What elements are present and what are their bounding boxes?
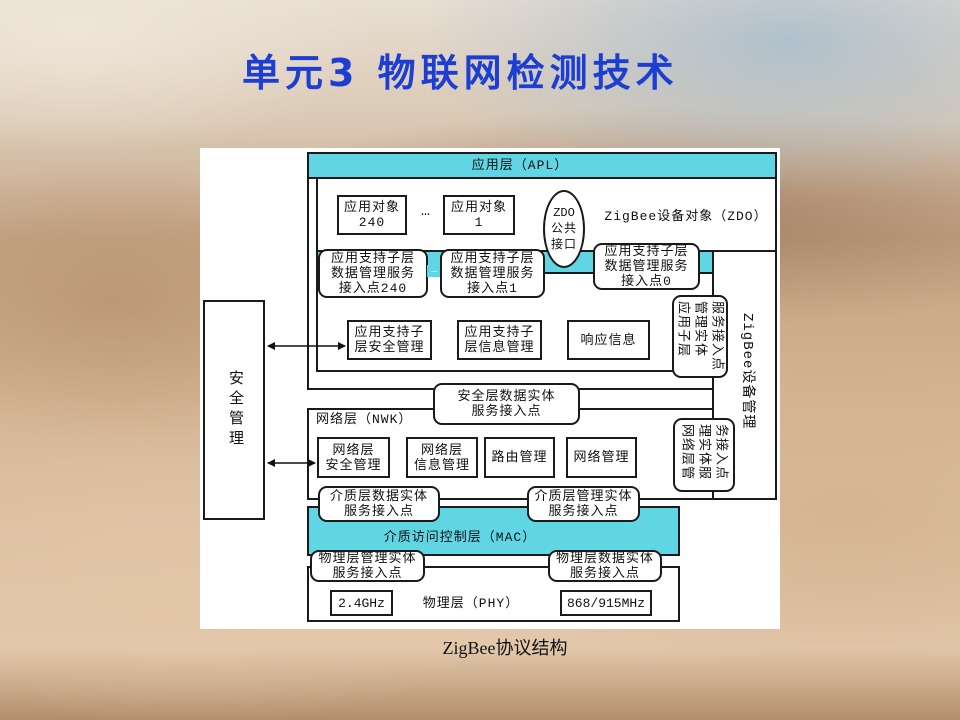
nwk-info-management-box: 网络层 信息管理 <box>406 437 478 478</box>
nlme-sap-line-3: 务接入点 <box>713 424 729 481</box>
phy-header-label: 物理层（PHY） <box>422 596 520 611</box>
mac-mgmt-sap-line-1: 介质层管理实体 <box>534 489 633 504</box>
zigbee-device-management-label: ZigBee设备管理 <box>739 312 755 430</box>
band-2-4ghz-box: 2.4GHz <box>330 590 393 616</box>
apsde-sap-0-line-3: 接入点0 <box>621 274 672 289</box>
phy-data-sap-line-1: 物理层数据实体 <box>555 551 654 566</box>
security-management-label: 安全管理 <box>226 370 243 450</box>
nlme-sap-line-2: 理实体服 <box>696 424 712 481</box>
apsde-sap-1-box: 应用支持子层 数据管理服务 接入点1 <box>440 249 545 298</box>
nwk-security-line-1: 网络层 <box>332 442 375 458</box>
zdo-interface-line-3: 接口 <box>550 238 577 252</box>
mac-management-sap-box: 介质层管理实体 服务接入点 <box>527 486 640 522</box>
app-object-240-line-2: 240 <box>358 215 386 230</box>
apsde-sap-1-line-1: 应用支持子层 <box>450 251 535 266</box>
mac-header-label: 介质访问控制层（MAC） <box>383 530 537 545</box>
security-data-sap-line-2: 服务接入点 <box>471 404 542 419</box>
nwk-security-management-box: 网络层 安全管理 <box>317 437 390 478</box>
apsme-sap-line-1: 应用子层 <box>675 301 691 358</box>
apsde-sap-0-line-2: 数据管理服务 <box>604 259 689 274</box>
apsde-sap-ellipsis: … <box>427 265 441 277</box>
apsme-sap-line-3: 服务接入点 <box>709 301 725 372</box>
app-objects-ellipsis: … <box>420 203 431 220</box>
network-management-box: 网络管理 <box>566 437 637 478</box>
apl-header-bar <box>307 152 777 179</box>
apsme-sap-line-2: 管理实体 <box>692 301 708 358</box>
band-868-915mhz-box: 868/915MHz <box>560 590 652 616</box>
response-info-box: 响应信息 <box>567 320 650 360</box>
security-data-sap-box: 安全层数据实体 服务接入点 <box>433 383 580 425</box>
zdo-interface-line-2: 公共 <box>550 222 577 236</box>
band-868-915mhz-label: 868/915MHz <box>566 595 645 611</box>
app-object-1-line-1: 应用对象 <box>450 200 507 215</box>
aps-security-line-2: 层安全管理 <box>354 340 425 355</box>
network-management-label: 网络管理 <box>573 450 630 465</box>
phy-mgmt-sap-line-2: 服务接入点 <box>332 566 403 581</box>
apsde-sap-240-line-1: 应用支持子层 <box>330 251 415 266</box>
zdo-interface-line-1: ZDO <box>553 206 575 220</box>
security-management-box: 安全管理 <box>203 300 265 520</box>
apsde-sap-0-line-1: 应用支持子层 <box>604 244 689 259</box>
nlme-sap-box: 网络层管 理实体服 务接入点 <box>673 418 735 492</box>
nwk-header-label: 网络层（NWK） <box>316 412 413 427</box>
zigbee-stack-diagram: 应用层（APL） 网络层（NWK） 介质访问控制层（MAC） 物理层（PHY） … <box>200 148 780 629</box>
connector-arrows <box>267 342 346 467</box>
phy-mgmt-sap-line-1: 物理层管理实体 <box>318 551 417 566</box>
nlme-sap-line-1: 网络层管 <box>679 424 695 481</box>
nwk-info-line-2: 信息管理 <box>413 457 470 473</box>
routing-management-label: 路由管理 <box>491 450 548 465</box>
mac-data-sap-line-2: 服务接入点 <box>343 504 414 519</box>
app-object-1-line-2: 1 <box>474 215 484 230</box>
app-object-1-box: 应用对象 1 <box>443 195 515 235</box>
app-object-240-line-1: 应用对象 <box>343 200 400 215</box>
nwk-info-line-1: 网络层 <box>420 442 463 458</box>
aps-security-management-box: 应用支持子 层安全管理 <box>347 320 432 360</box>
zdo-public-interface-ellipse: ZDO 公共 接口 <box>543 190 585 268</box>
apsde-sap-0-box: 应用支持子层 数据管理服务 接入点0 <box>593 243 700 290</box>
apsde-sap-240-line-3: 接入点240 <box>338 281 408 296</box>
apsde-sap-1-line-2: 数据管理服务 <box>450 266 535 281</box>
mac-data-sap-box: 介质层数据实体 服务接入点 <box>318 486 440 522</box>
aps-info-management-box: 应用支持子 层信息管理 <box>457 320 542 360</box>
mac-data-sap-line-1: 介质层数据实体 <box>329 489 428 504</box>
apsde-sap-1-line-3: 接入点1 <box>467 281 518 296</box>
app-object-240-box: 应用对象 240 <box>337 195 407 235</box>
band-2-4ghz-label: 2.4GHz <box>338 595 385 611</box>
phy-data-sap-box: 物理层数据实体 服务接入点 <box>548 550 662 582</box>
mac-mgmt-sap-line-2: 服务接入点 <box>548 504 619 519</box>
phy-management-sap-box: 物理层管理实体 服务接入点 <box>310 550 425 582</box>
aps-security-line-1: 应用支持子 <box>354 325 425 340</box>
aps-info-line-1: 应用支持子 <box>464 325 535 340</box>
routing-management-box: 路由管理 <box>484 437 555 478</box>
nwk-security-line-2: 安全管理 <box>325 457 382 473</box>
apsde-sap-240-box: 应用支持子层 数据管理服务 接入点240 <box>318 249 428 298</box>
phy-data-sap-line-2: 服务接入点 <box>569 566 640 581</box>
diagram-caption: ZigBee协议结构 <box>442 638 568 658</box>
apl-header-label: 应用层（APL） <box>471 158 569 173</box>
security-data-sap-line-1: 安全层数据实体 <box>457 389 556 404</box>
zdo-label: ZigBee设备对象（ZDO） <box>604 209 768 224</box>
aps-info-line-2: 层信息管理 <box>464 340 535 355</box>
apsme-sap-box: 应用子层 管理实体 服务接入点 <box>672 295 728 378</box>
slide-title: 单元3 物联网检测技术 <box>242 51 679 95</box>
response-info-label: 响应信息 <box>580 332 637 348</box>
apsde-sap-240-line-2: 数据管理服务 <box>330 266 415 281</box>
